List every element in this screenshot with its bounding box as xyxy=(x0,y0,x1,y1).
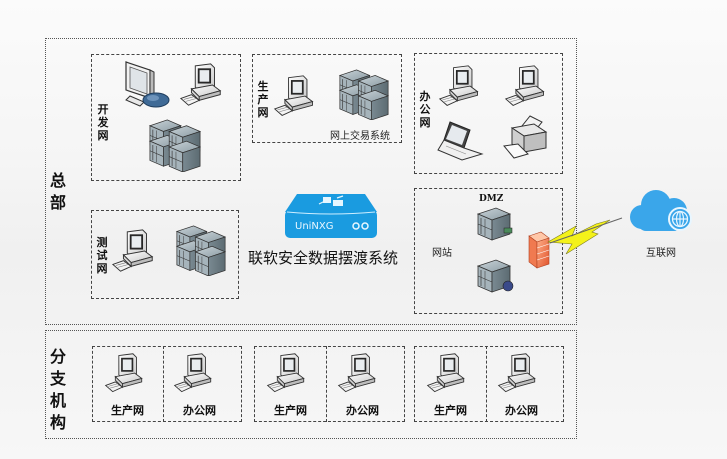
branch-divider xyxy=(163,346,164,422)
branch-production-label: 生产网 xyxy=(111,404,144,417)
dmz-label: DMZ xyxy=(479,194,504,204)
production-network-zone xyxy=(252,54,402,143)
branch-production-label: 生产网 xyxy=(434,404,467,417)
desktop-pc-icon xyxy=(110,228,158,276)
branches-label: 分支机构 xyxy=(49,347,66,432)
branch-group-2 xyxy=(254,346,405,422)
desktop-pc-icon xyxy=(172,352,216,396)
web-server-icon xyxy=(477,259,514,293)
website-label: 网站 xyxy=(432,248,452,259)
test-network-zone xyxy=(91,210,239,299)
dev-network-zone xyxy=(91,54,241,181)
test-network-label: 测试网 xyxy=(96,236,108,275)
uninxg-device-text: UniNXG xyxy=(295,221,334,232)
headquarters-region xyxy=(45,38,577,325)
gateway-caption: 联软安全数据摆渡系统 xyxy=(248,249,399,267)
printer-icon xyxy=(503,115,548,159)
server-cluster-icon xyxy=(146,118,204,172)
server-icon xyxy=(477,207,513,241)
branch-group-1 xyxy=(92,346,242,422)
office-network-label: 办公网 xyxy=(419,90,431,129)
wan-link-icon xyxy=(547,217,623,255)
desktop-pc-icon xyxy=(178,62,226,110)
online-trading-system-label: 网上交易系统 xyxy=(330,131,390,142)
production-network-label: 生产网 xyxy=(257,80,269,119)
branch-office-label: 办公网 xyxy=(346,404,379,417)
dev-network-label: 开发网 xyxy=(97,103,109,142)
desktop-pc-icon xyxy=(437,64,483,110)
headquarters-label: 总部 xyxy=(49,171,66,212)
firewall-icon xyxy=(528,231,550,269)
branch-divider xyxy=(326,346,327,422)
desktop-pc-icon xyxy=(272,74,318,120)
branch-office-label: 办公网 xyxy=(183,404,216,417)
uninxg-gateway-icon: UniNXG xyxy=(285,194,377,238)
branch-divider xyxy=(486,346,487,422)
desktop-pc-icon xyxy=(503,64,549,110)
desktop-pc-icon xyxy=(265,352,309,396)
monitor-icon xyxy=(125,61,170,108)
internet-label: 互联网 xyxy=(646,248,676,259)
branch-group-3 xyxy=(414,346,564,422)
laptop-icon xyxy=(437,121,484,161)
desktop-pc-icon xyxy=(103,352,147,396)
office-network-zone xyxy=(414,53,563,174)
branches-region xyxy=(45,330,577,439)
branch-production-label: 生产网 xyxy=(274,404,307,417)
desktop-pc-icon xyxy=(425,352,469,396)
desktop-pc-icon xyxy=(336,352,380,396)
server-cluster-icon xyxy=(336,68,392,120)
dmz-zone xyxy=(414,188,563,314)
server-cluster-icon xyxy=(173,224,229,276)
internet-cloud-icon xyxy=(630,190,692,231)
desktop-pc-icon xyxy=(496,352,540,396)
branch-office-label: 办公网 xyxy=(505,404,538,417)
